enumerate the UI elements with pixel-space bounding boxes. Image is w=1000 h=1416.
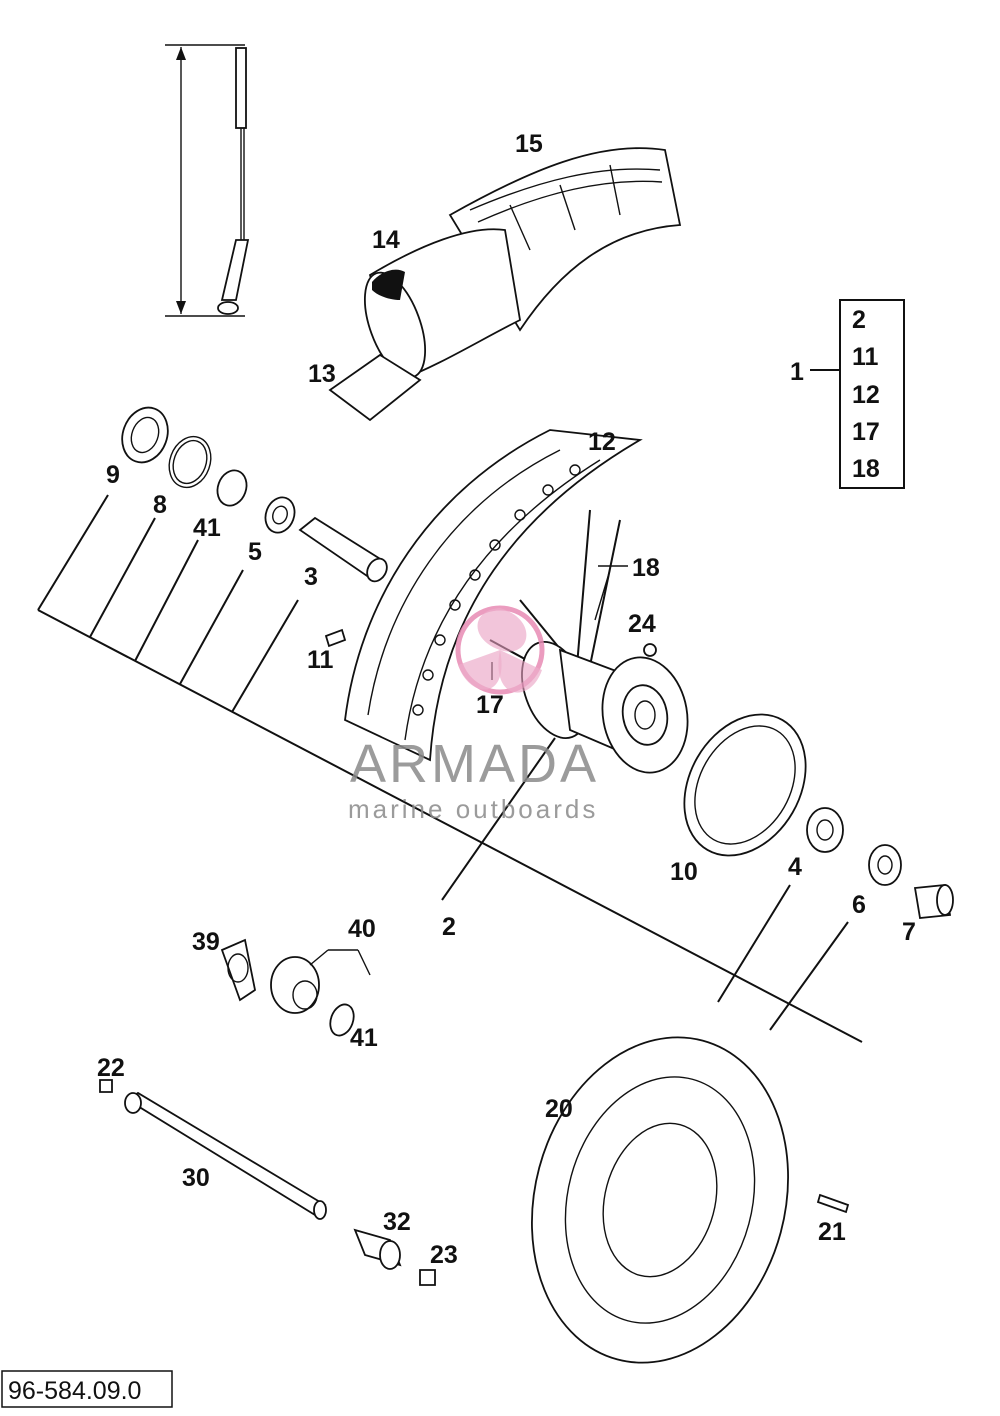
callout-13: 13	[308, 360, 336, 388]
callout-5: 5	[248, 538, 262, 566]
callout-21: 21	[818, 1218, 846, 1246]
callout-41-top: 41	[193, 514, 221, 542]
callout-12: 12	[588, 428, 616, 456]
watermark-logo	[455, 605, 545, 695]
callout-18: 18	[632, 554, 660, 582]
callout-39: 39	[192, 928, 220, 956]
axle-parts	[99, 1079, 436, 1286]
brake-disc	[531, 1036, 850, 1364]
assembly-item-17: 17	[852, 418, 880, 446]
callout-10: 10	[670, 858, 698, 886]
callout-22: 22	[97, 1054, 125, 1082]
callout-7: 7	[902, 918, 916, 946]
callout-2: 2	[442, 913, 456, 941]
assembly-item-18: 18	[852, 455, 880, 483]
assembly-item-2: 2	[852, 306, 866, 334]
rim-band	[328, 353, 422, 422]
watermark-brand: ARMADA	[350, 734, 599, 794]
watermark-tagline: marine outboards	[348, 794, 598, 824]
left-side-parts	[121, 406, 388, 648]
callout-17: 17	[476, 691, 504, 719]
callout-6: 6	[852, 891, 866, 919]
callout-4: 4	[788, 853, 802, 881]
callout-23: 23	[430, 1241, 458, 1269]
callout-30: 30	[182, 1164, 210, 1192]
callout-14: 14	[372, 226, 400, 254]
callout-20: 20	[545, 1095, 573, 1123]
document-number: 96-584.09.0	[8, 1377, 141, 1405]
callout-1: 1	[790, 358, 804, 386]
callout-32: 32	[383, 1208, 411, 1236]
callout-15: 15	[515, 130, 543, 158]
hub	[521, 641, 689, 774]
callout-3: 3	[304, 563, 318, 591]
assembly-item-11: 11	[852, 343, 879, 371]
spoke-gauge	[165, 44, 250, 317]
speedo-drive-parts	[220, 938, 355, 1037]
document-number-box: 96-584.09.0	[1, 1370, 173, 1408]
right-side-parts	[683, 713, 954, 919]
assembly-contents-box: 2 11 12 17 18	[839, 299, 905, 489]
callout-labels: 1 15 14 13 12 18 24 17 9 8 41 5 3 11 2 1…	[97, 130, 916, 1269]
callout-24: 24	[628, 610, 656, 638]
assembly-item-12: 12	[852, 381, 880, 409]
callout-40: 40	[348, 915, 376, 943]
callout-9: 9	[106, 461, 120, 489]
callout-41-bottom: 41	[350, 1024, 378, 1052]
watermark: ARMADA marine outboards	[348, 605, 599, 824]
callout-11: 11	[307, 646, 334, 674]
callout-8: 8	[153, 491, 167, 519]
wheel-rim	[344, 429, 643, 762]
leader-lines	[37, 369, 863, 1043]
